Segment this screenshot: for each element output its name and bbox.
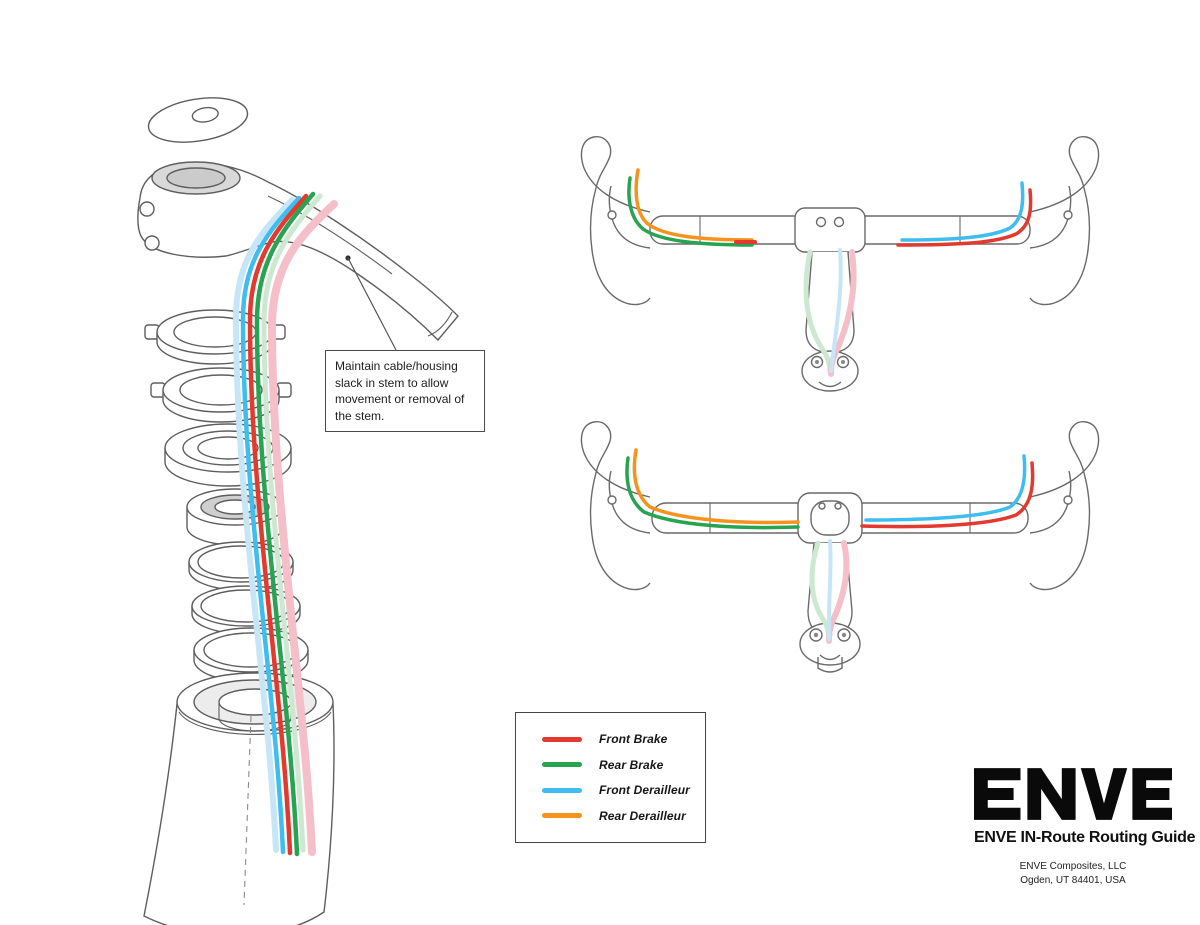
cable-rear-brake <box>625 456 800 530</box>
cable-faded-blue <box>232 197 295 853</box>
cable-faded-pink <box>267 200 338 856</box>
brand-block: ENVE IN-Route Routing Guide ENVE Composi… <box>974 768 1196 887</box>
callout-leader-line <box>345 255 397 351</box>
legend-swatch-rear-derailleur <box>542 813 582 819</box>
cable-faded-blue <box>829 248 843 373</box>
guide-title: ENVE IN-Route Routing Guide <box>974 829 1196 846</box>
legend-label-rear-brake: Rear Brake <box>599 757 664 772</box>
legend-item-rear-derailleur: Rear Derailleur <box>542 809 705 823</box>
stem-top-cap <box>147 97 249 143</box>
legend-swatch-front-derailleur <box>542 787 582 793</box>
legend-item-rear-brake: Rear Brake <box>542 758 705 772</box>
left-drop <box>580 421 651 591</box>
cable-faded-blue <box>826 539 833 641</box>
legend-label-rear-derailleur: Rear Derailleur <box>599 808 686 823</box>
company-address-line1: ENVE Composites, LLC <box>1019 861 1127 872</box>
handlebar-top-routing-diagram <box>580 136 1100 392</box>
company-address: ENVE Composites, LLC Ogden, UT 84401, US… <box>974 860 1172 887</box>
cable-rear-brake <box>627 176 754 247</box>
legend-item-front-brake: Front Brake <box>542 732 705 746</box>
cable-front-derailleur <box>864 454 1027 522</box>
cable-front-brake <box>896 188 1033 247</box>
cable-faded-green <box>261 193 323 853</box>
cable-front-brake <box>247 193 309 856</box>
legend-item-front-derailleur: Front Derailleur <box>542 783 705 797</box>
cable-rear-derailleur <box>634 168 754 242</box>
center-mount <box>797 492 863 544</box>
handlebar-bottom-routing-diagram <box>580 421 1100 673</box>
cable-front-brake <box>860 461 1035 529</box>
legend-label-front-derailleur: Front Derailleur <box>599 783 690 798</box>
head-tube <box>143 672 335 925</box>
legend-swatch-rear-brake <box>542 762 582 768</box>
right-drop <box>1029 136 1100 306</box>
cable-rear-derailleur <box>632 448 800 525</box>
stem-cables <box>232 191 338 857</box>
exploded-stem-diagram <box>137 97 459 925</box>
callout-note: Maintain cable/housing slack in stem to … <box>325 350 485 433</box>
cable-front-derailleur <box>900 181 1025 242</box>
right-drop <box>1029 421 1100 591</box>
bar-clamp <box>794 207 866 253</box>
cable-front-derailleur <box>240 195 302 855</box>
company-address-line2: Ogden, UT 84401, USA <box>1020 874 1126 886</box>
legend-label-front-brake: Front Brake <box>599 732 668 747</box>
handlebar-cables <box>627 168 1033 377</box>
handlebar-cables <box>625 448 1035 644</box>
stem-body <box>137 161 459 342</box>
enve-logo <box>974 768 1172 820</box>
cable-legend: Front Brake Rear Brake Front Derailleur … <box>515 712 706 843</box>
legend-swatch-front-brake <box>542 736 582 742</box>
left-drop <box>580 136 651 306</box>
cable-rear-brake <box>254 191 316 857</box>
